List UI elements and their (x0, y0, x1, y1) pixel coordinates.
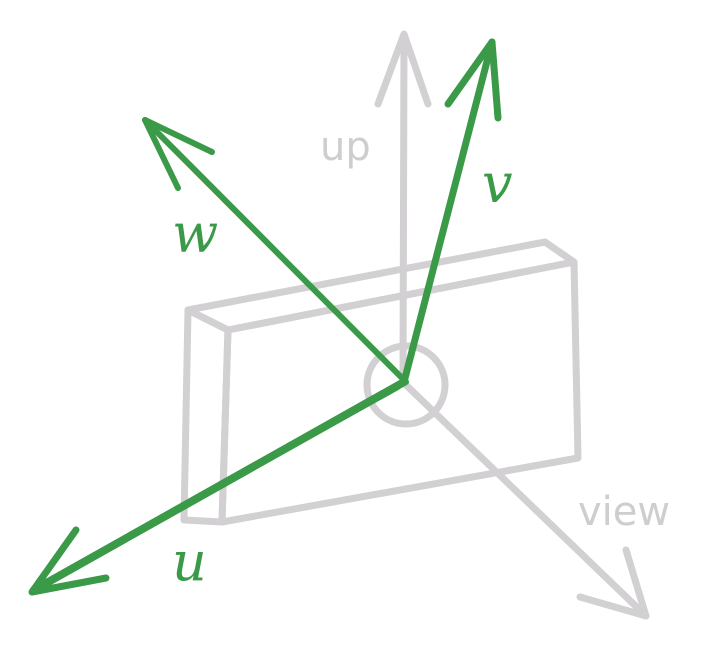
u-arrow-head (28, 526, 110, 596)
u-label: u (172, 530, 207, 593)
view-arrow-head (576, 546, 650, 620)
view-label: view (578, 489, 670, 535)
camera-side-face (180, 306, 232, 526)
v-label: v (482, 152, 513, 215)
view-arrow (402, 381, 650, 620)
camera-body (180, 238, 582, 526)
view-arrow-shaft (402, 381, 650, 620)
camera-top-face (184, 238, 578, 334)
w-arrow-shaft (142, 117, 409, 385)
u-arrow-shaft-sketch (38, 386, 400, 588)
w-label: w (172, 202, 218, 265)
up-arrow-shaft (399, 32, 408, 386)
v-arrow-shaft (400, 38, 496, 386)
up-arrow-head (374, 30, 432, 108)
up-arrow (374, 30, 432, 386)
v-arrow-head (444, 38, 502, 122)
v-arrow (400, 38, 502, 386)
u-arrow (28, 378, 408, 596)
w-arrow-head (142, 117, 215, 191)
w-arrow (142, 117, 409, 385)
up-label: up (320, 124, 371, 170)
